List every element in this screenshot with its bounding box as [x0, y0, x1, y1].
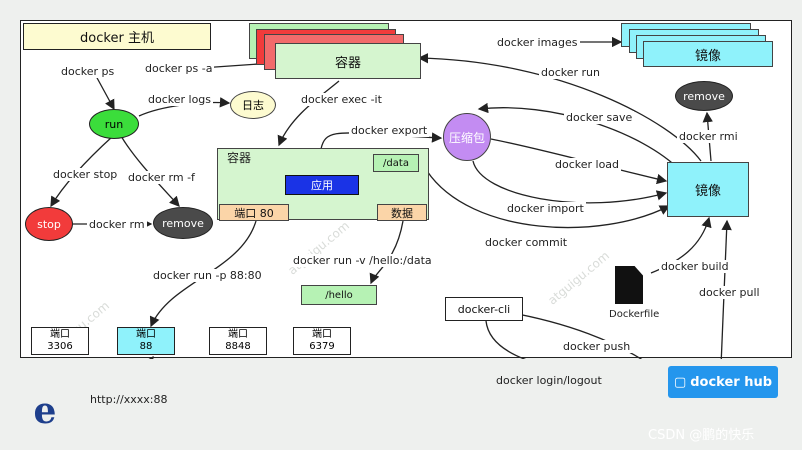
dockerfile-icon: [615, 266, 643, 304]
edge-docker-save: docker save: [564, 111, 635, 124]
cli-box[interactable]: docker-cli: [445, 297, 523, 321]
edge-docker-ps: docker ps: [59, 65, 117, 78]
data-tag: /data: [373, 154, 419, 172]
browser-e-icon: e: [33, 390, 57, 432]
stop-node[interactable]: stop: [25, 207, 73, 241]
edge-docker-commit: docker commit: [483, 236, 570, 249]
dockerhub-label: docker hub: [690, 374, 773, 390]
port80-box: 端口 80: [219, 204, 289, 221]
data-box: 数据: [377, 204, 427, 221]
edge-docker-run-v: docker run -v /hello:/data: [291, 254, 434, 267]
edge-docker-pull: docker pull: [697, 286, 762, 299]
edge-docker-login: docker login/logout: [494, 374, 604, 387]
edge-docker-rmi: docker rmi: [677, 130, 740, 143]
edge-docker-build: docker build: [659, 260, 731, 273]
diagram-title: docker 主机: [23, 23, 211, 50]
dockerhub-logo: ▢ docker hub: [668, 366, 778, 398]
log-node[interactable]: 日志: [230, 91, 276, 119]
whale-icon: ▢: [673, 374, 687, 390]
edge-docker-logs: docker logs: [146, 93, 214, 106]
edge-docker-run: docker run: [539, 66, 602, 79]
edge-docker-images: docker images: [495, 36, 580, 49]
edge-docker-exec: docker exec -it: [299, 93, 384, 106]
dockerfile-label: Dockerfile: [609, 309, 660, 320]
edge-docker-push: docker push: [561, 340, 633, 353]
images-top[interactable]: 镜像: [643, 41, 773, 67]
edge-docker-rm: docker rm: [87, 218, 147, 231]
zip-node[interactable]: 压缩包: [443, 113, 491, 161]
remove-left-node[interactable]: remove: [153, 207, 213, 239]
hello-box: /hello: [301, 285, 377, 305]
edge-docker-stop: docker stop: [51, 168, 120, 181]
edge-docker-export: docker export: [349, 124, 430, 137]
container-top[interactable]: 容器: [275, 43, 421, 79]
image-mid[interactable]: 镜像: [667, 162, 749, 217]
edge-docker-load: docker load: [553, 158, 622, 171]
run-node[interactable]: run: [89, 109, 139, 139]
edge-docker-ps-a: docker ps -a: [143, 62, 215, 75]
edge-docker-run-p: docker run -p 88:80: [151, 269, 264, 282]
container-mid-label: 容器: [227, 151, 252, 165]
remove-right-node[interactable]: remove: [675, 81, 733, 111]
app-box[interactable]: 应用: [285, 175, 359, 195]
edge-docker-import: docker import: [505, 202, 586, 215]
docker-host-board: atguigu.com atguigu.com atguigu.com dock…: [20, 20, 792, 359]
edge-docker-rm-f: docker rm -f: [126, 171, 197, 184]
browser-url-label: http://xxxx:88: [88, 393, 170, 406]
footer-credit: CSDN @鹏的快乐: [648, 428, 755, 443]
